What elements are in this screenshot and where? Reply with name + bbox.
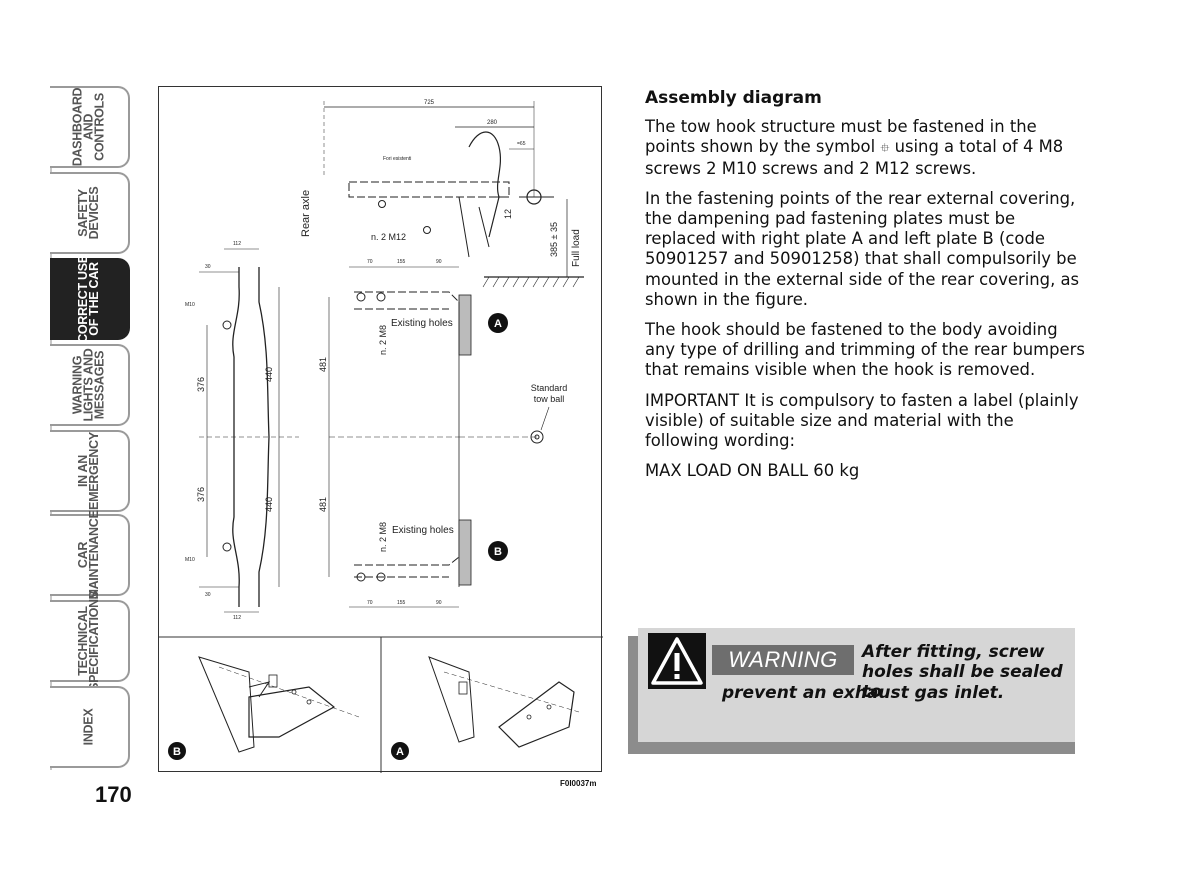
tab-label: WARNING LIGHTS AND MESSAGES <box>70 348 107 422</box>
paragraph-1: The tow hook structure must be fastened … <box>645 117 1085 179</box>
dim-481-bot: 481 <box>318 497 328 512</box>
n2-m8-bot-label: n. 2 M8 <box>378 522 388 552</box>
tab-label: CAR MAINTENANCE <box>76 510 101 600</box>
dim-155-top: 155 <box>397 259 406 265</box>
tab-car-maintenance[interactable]: CAR MAINTENANCE <box>50 510 130 600</box>
tab-label: INDEX <box>81 708 96 746</box>
dim-65: =65 <box>517 141 526 147</box>
dim-70-bot: 70 <box>367 600 373 606</box>
marker-a-detail: A <box>396 746 404 758</box>
warning-text-line-1: After fitting, screw holes shall be seal… <box>862 642 1063 702</box>
tab-label: TECHNICAL SPECIFICATIONS <box>76 591 101 691</box>
marker-b-top: B <box>494 546 502 558</box>
dim-280: 280 <box>487 120 498 126</box>
assembly-diagram-figure: 725 280 =65 Fori esistenti Rear axle 12 … <box>158 86 603 773</box>
dim-30-bot: 30 <box>205 592 211 598</box>
tab-label: CORRECT USE OF THE CAR <box>76 255 101 343</box>
n2-m12-label: n. 2 M12 <box>371 232 406 242</box>
tab-label: SAFETY DEVICES <box>76 186 101 240</box>
dim-112-top: 112 <box>233 241 241 247</box>
warning-text-line-2: prevent an exhaust gas inlet. <box>722 683 1005 703</box>
page-number: 170 <box>95 782 132 807</box>
warning-box <box>638 628 1075 742</box>
marker-a-top: A <box>494 318 502 330</box>
paragraph-5: MAX LOAD ON BALL 60 kg <box>645 461 860 481</box>
tab-safety-devices[interactable]: SAFETY DEVICES <box>50 172 130 254</box>
dim-376-bot: 376 <box>196 487 206 502</box>
rear-axle-label: Rear axle <box>300 190 312 237</box>
paragraph-3: The hook should be fastened to the body … <box>645 320 1085 380</box>
dim-385: 385 ± 35 <box>549 222 559 257</box>
m10-bot-label: M10 <box>185 557 195 563</box>
figure-code: F0I0037m <box>560 779 597 788</box>
dim-90-bot: 90 <box>436 600 442 606</box>
paragraph-4: IMPORTANT It is compulsory to fasten a l… <box>645 390 1079 451</box>
warning-banner: WARNING <box>712 645 854 675</box>
m10-top-label: M10 <box>185 302 195 308</box>
tab-dashboard-and-controls[interactable]: DASHBOARD AND CONTROLS <box>50 86 130 168</box>
fastening-point-icon: ⯐ <box>880 141 890 156</box>
dim-70-top: 70 <box>367 259 373 265</box>
dim-725: 725 <box>424 100 435 106</box>
tab-index[interactable]: INDEX <box>50 686 130 768</box>
tab-correct-use-of-the-car[interactable]: CORRECT USE OF THE CAR <box>50 255 130 343</box>
tab-label: DASHBOARD AND CONTROLS <box>70 87 107 167</box>
paragraph-2: In the fastening points of the rear exte… <box>645 188 1080 309</box>
tab-label: IN AN EMERGENCY <box>76 432 101 510</box>
dim-440-bot: 440 <box>264 497 274 512</box>
section-heading: Assembly diagram <box>645 88 822 108</box>
dim-440-top: 440 <box>264 367 274 382</box>
assembly-diagram-drawing: 725 280 =65 Fori esistenti Rear axle 12 … <box>159 100 603 773</box>
dim-155-bot: 155 <box>397 600 406 606</box>
dim-12: 12 <box>503 209 513 219</box>
fori-esistenti-label: Fori esistenti <box>383 156 411 162</box>
warning-triangle-icon <box>648 633 706 689</box>
dim-112-bot: 112 <box>233 615 241 621</box>
tab-warning-lights-and-messages[interactable]: WARNING LIGHTS AND MESSAGES <box>50 344 130 426</box>
dim-376-top: 376 <box>196 377 206 392</box>
n2-m8-top-label: n. 2 M8 <box>378 325 388 355</box>
dim-30-top: 30 <box>205 264 211 270</box>
tab-technical-specifications[interactable]: TECHNICAL SPECIFICATIONS <box>50 591 130 691</box>
full-load-label: Full load <box>571 229 582 267</box>
paragraph-1-start: The tow hook structure must be fastened … <box>645 117 1037 157</box>
existing-holes-bot-label: Existing holes <box>392 525 454 536</box>
dim-481-top: 481 <box>318 357 328 372</box>
dim-90-top: 90 <box>436 259 442 265</box>
paragraph-1-end: using a total of 4 M8 screws 2 M10 screw… <box>645 137 1064 178</box>
existing-holes-top-label: Existing holes <box>391 318 453 329</box>
main-text: Assembly diagram The tow hook structure … <box>645 88 1085 491</box>
tab-in-an-emergency[interactable]: IN AN EMERGENCY <box>50 430 130 512</box>
marker-b-detail: B <box>173 746 181 758</box>
